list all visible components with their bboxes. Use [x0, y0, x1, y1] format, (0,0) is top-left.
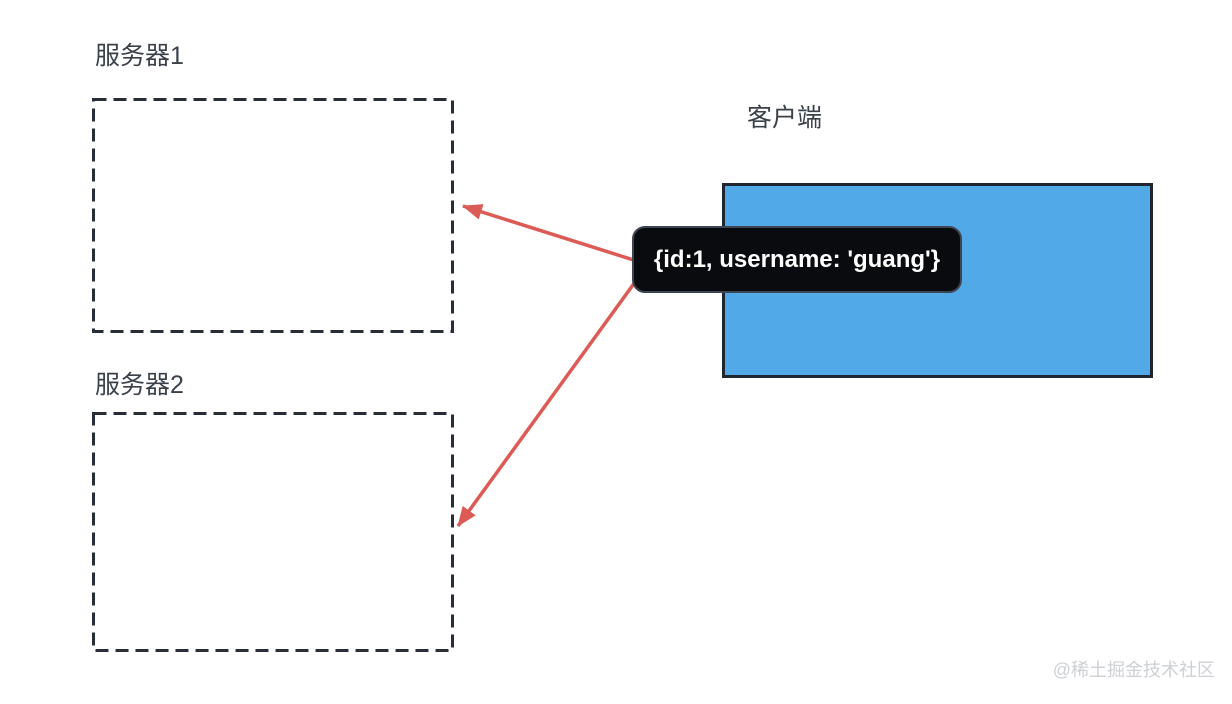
server1-label: 服务器1: [95, 42, 184, 70]
client-label: 客户端: [747, 104, 823, 132]
arrow-to-server2: [456, 276, 640, 528]
server2-box: [92, 412, 454, 652]
server2-label: 服务器2: [95, 371, 184, 399]
message-payload-tooltip: {id:1, username: 'guang'}: [632, 226, 962, 293]
arrow-to-server1: [462, 204, 641, 264]
juejin-watermark: @稀土掘金技术社区: [1052, 660, 1215, 680]
server1-box: [92, 98, 454, 333]
